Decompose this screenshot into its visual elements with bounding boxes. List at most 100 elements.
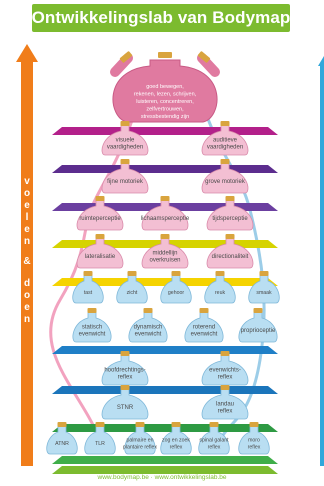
flask: ruimteperceptie [76, 196, 124, 231]
flask: STNR [101, 385, 149, 420]
flask: TLR [84, 422, 116, 455]
flask-label: reflex [248, 445, 261, 451]
level-band [52, 456, 278, 464]
flask-label: spinal galant [199, 438, 229, 444]
flask-label: reflex [208, 445, 221, 451]
flask-label: evenwicht [135, 332, 162, 338]
side-label-letter: n [23, 236, 31, 247]
flask: hoofdrechtings-reflex [101, 351, 149, 386]
flask: proprioceptie [238, 308, 278, 343]
flask-label: smaak [256, 290, 272, 296]
flask-label: lichaamsperceptie [141, 216, 190, 222]
flask: zicht [116, 271, 148, 304]
flask-label: roterend [193, 325, 215, 331]
flask-label: zog en zoek [162, 438, 190, 444]
side-label-letter: & [23, 256, 31, 267]
flask-label: visuele [116, 138, 135, 144]
flask: gehoor [160, 271, 192, 304]
flask-label: lateralisatie [85, 254, 116, 260]
top-flask-text: rekenen, lezen, schrijven, [134, 92, 197, 98]
flask: grove motoriek [201, 159, 249, 194]
side-label-letter: e [24, 200, 30, 211]
flask-label: plantaire reflex [123, 445, 157, 451]
level-band [52, 127, 278, 135]
side-label-letter: n [23, 314, 31, 325]
flask-label: ruimteperceptie [79, 216, 121, 222]
flask-label: reflex [118, 375, 133, 381]
side-label-letter: d [23, 278, 31, 289]
flask: lateralisatie [76, 234, 124, 269]
top-flask-text: stressbestendig zijn [141, 114, 189, 120]
flask-label: auditieve [213, 138, 238, 144]
left-arrow [16, 44, 38, 466]
flask-label: proprioceptie [241, 328, 276, 334]
title-banner: Ontwikkelingslab van Bodymap [32, 4, 290, 32]
flask-label: statisch [82, 325, 102, 331]
side-label-letter: e [24, 224, 30, 235]
flask-label: ATNR [55, 441, 69, 447]
level-band [52, 424, 278, 432]
flask-label: evenwichts- [209, 368, 241, 374]
flask-label: evenwicht [191, 332, 218, 338]
flask: lichaamsperceptie [141, 196, 190, 231]
flask-label: dynamisch [134, 325, 163, 331]
top-flask-text: luisteren, concentreren, [136, 99, 194, 105]
flask: fijne motoriek [101, 159, 149, 194]
flask-label: overkruisen [149, 258, 180, 264]
flask: ATNR [46, 422, 78, 455]
flask-label: reflex [218, 409, 233, 415]
flask: tijdsperceptie [206, 196, 254, 231]
flask-label: tast [84, 290, 93, 296]
right-arrow [318, 56, 324, 466]
flask-label: palmaire en [126, 438, 153, 444]
flask: tast [72, 271, 104, 304]
footer-links: www.bodymap.be · www.ontwikkelingslab.be [97, 474, 227, 481]
flask-label: TLR [95, 441, 105, 447]
flask-label: vaardigheden [207, 145, 243, 151]
level-band [52, 386, 278, 394]
flask-label: gehoor [168, 290, 184, 296]
side-label-letter: l [25, 212, 29, 223]
flask-label: reuk [215, 290, 225, 296]
flask-label: zicht [127, 290, 138, 296]
flask-label: tijdsperceptie [212, 216, 248, 222]
level-band [52, 346, 278, 354]
top-flask: goed bewegen, rekenen, lezen, schrijven,l… [110, 51, 220, 123]
flask-label: grove motoriek [205, 179, 246, 185]
side-label-letter: e [24, 302, 30, 313]
flask-label: directionaliteit [212, 254, 249, 260]
page-title: Ontwikkelingslab van Bodymap [31, 8, 291, 27]
flask-label: moro [248, 438, 260, 444]
flask-label: STNR [117, 405, 134, 411]
level-band [52, 165, 278, 173]
flask-label: hoofdrechtings- [104, 368, 145, 374]
flask-label: reflex [170, 445, 183, 451]
side-label-letter: o [23, 290, 31, 301]
flask-label: vaardigheden [107, 145, 143, 151]
flask-label: reflex [218, 375, 233, 381]
flask-label: landau [216, 402, 234, 408]
side-label-letter: o [23, 188, 31, 199]
flask: directionaliteit [206, 234, 254, 269]
flask-label: evenwicht [79, 332, 106, 338]
level-band [52, 466, 278, 474]
flask-label: middellijn [152, 251, 177, 257]
flask: smaak [248, 271, 280, 304]
flask: evenwichts-reflex [201, 351, 249, 386]
top-flask-text: goed bewegen, [146, 84, 184, 90]
top-flask-text: zelfvertrouwen, [146, 107, 184, 113]
side-label-letter: v [24, 176, 30, 187]
flask: reuk [204, 271, 236, 304]
